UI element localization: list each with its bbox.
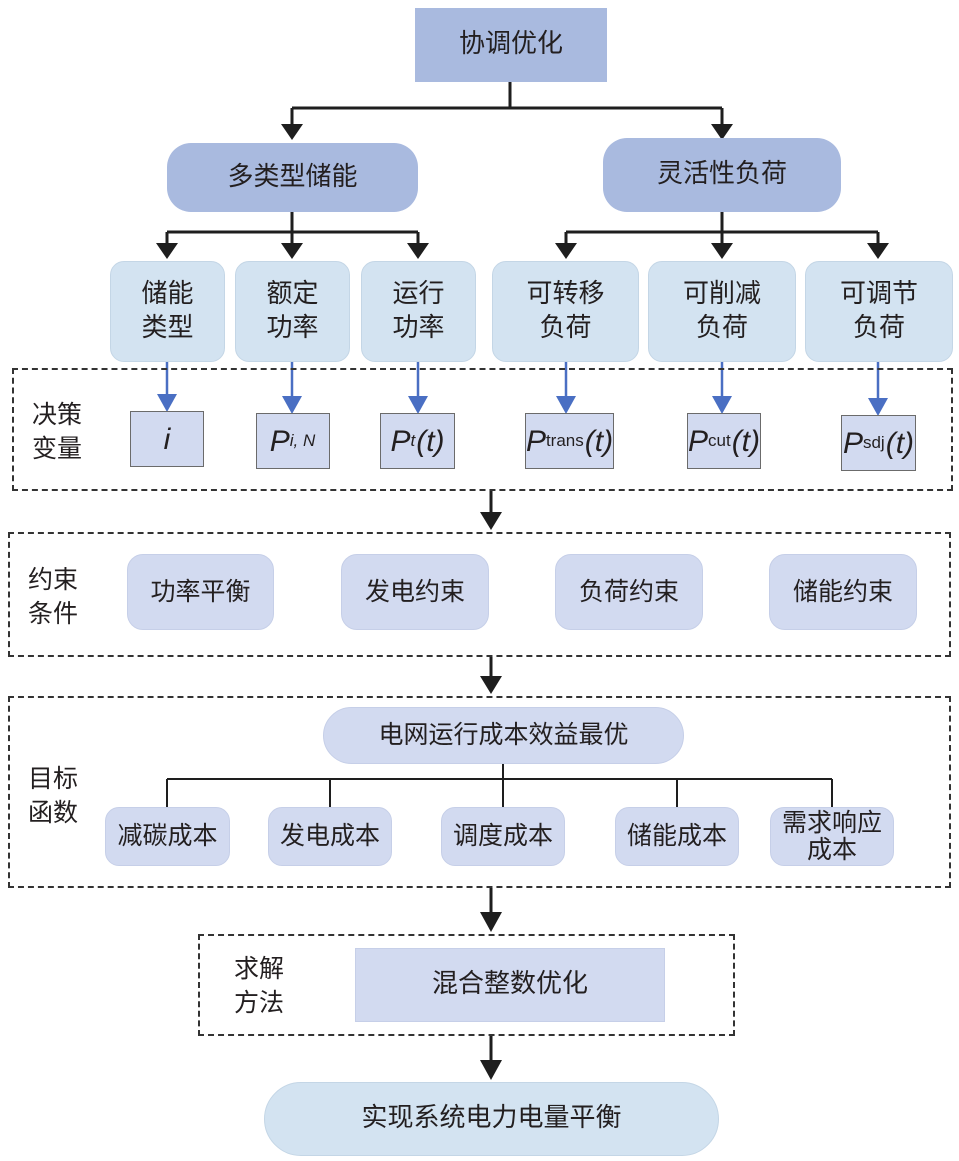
- title-line: 约束: [28, 565, 79, 594]
- title-line: 决策: [32, 400, 83, 429]
- leaf-line: 功率: [392, 312, 445, 343]
- objective-title: 目标 函数: [28, 762, 78, 830]
- constraint-label: 发电约束: [364, 576, 465, 606]
- objective-head-label: 电网运行成本效益最优: [378, 720, 629, 750]
- objective-item-label: 需求响应: [781, 808, 882, 838]
- var-argument: (t): [584, 424, 614, 458]
- title-line: 求解: [234, 954, 285, 983]
- title-line: 条件: [28, 598, 79, 628]
- var-subscript: t: [410, 430, 416, 450]
- var-subscript: cut: [708, 430, 731, 450]
- result-label: 实现系统电力电量平衡: [361, 1103, 622, 1134]
- leaf-line: 功率: [266, 312, 319, 343]
- var-symbol: P: [842, 426, 863, 460]
- var-argument: (t): [416, 424, 445, 458]
- constraint-power-balance: 功率平衡: [127, 554, 274, 630]
- leaf-storage-type: 储能 类型: [110, 261, 225, 362]
- leaf-line: 负荷: [695, 312, 748, 343]
- var-argument: (t): [885, 426, 915, 460]
- constraint-storage: 储能约束: [769, 554, 917, 630]
- leaf-line: 运行: [392, 278, 445, 309]
- decision-variables-section: [12, 368, 953, 491]
- leaf-line: 类型: [141, 312, 194, 343]
- objective-generation-cost: 发电成本: [268, 807, 392, 866]
- leaf-operating-power: 运行 功率: [361, 261, 476, 362]
- objective-demand-response-cost: 需求响应 成本: [770, 807, 894, 866]
- var-symbol: P: [525, 424, 546, 458]
- leaf-rated-power: 额定 功率: [235, 261, 350, 362]
- title-line: 方法: [234, 987, 285, 1017]
- branch-multi-type-storage: 多类型储能: [167, 143, 418, 212]
- constraint-load: 负荷约束: [555, 554, 703, 630]
- var-symbol: i: [163, 422, 171, 456]
- branch-flexible-load: 灵活性负荷: [603, 138, 841, 212]
- constraints-section: [8, 532, 951, 657]
- constraint-generation: 发电约束: [341, 554, 489, 630]
- result-node: 实现系统电力电量平衡: [264, 1082, 719, 1156]
- leaf-line: 负荷: [852, 312, 905, 343]
- leaf-line: 可转移: [526, 278, 605, 309]
- solution-method: 混合整数优化: [355, 948, 665, 1022]
- objective-item-label: 调度成本: [452, 821, 553, 851]
- constraint-label: 功率平衡: [150, 576, 251, 606]
- leaf-line: 储能: [141, 278, 194, 309]
- title-line: 目标: [28, 764, 79, 793]
- objective-item-label: 发电成本: [279, 821, 380, 851]
- var-argument: (t): [731, 424, 761, 458]
- leaf-line: 额定: [266, 278, 319, 309]
- objective-carbon-cost: 减碳成本: [105, 807, 230, 866]
- var-subscript: i, N: [289, 430, 316, 450]
- leaf-line: 可削减: [682, 278, 761, 309]
- decision-variables-title: 决策 变量: [32, 398, 82, 466]
- var-subscript: trans: [545, 430, 584, 450]
- objective-storage-cost: 储能成本: [615, 807, 739, 866]
- title-line: 变量: [32, 433, 83, 463]
- var-symbol: P: [269, 424, 290, 458]
- var-i: i: [130, 411, 204, 467]
- leaf-line: 负荷: [539, 312, 592, 343]
- root-label: 协调优化: [458, 29, 563, 60]
- branch-label: 灵活性负荷: [656, 159, 787, 190]
- title-line: 函数: [28, 797, 79, 827]
- var-symbol: P: [390, 424, 411, 458]
- objective-dispatch-cost: 调度成本: [441, 807, 565, 866]
- leaf-curtailable-load: 可削减 负荷: [648, 261, 796, 362]
- constraints-title: 约束 条件: [28, 563, 78, 631]
- branch-label: 多类型储能: [227, 161, 358, 192]
- var-subscript: sdj: [862, 432, 885, 452]
- var-symbol: P: [687, 424, 708, 458]
- constraint-label: 负荷约束: [578, 576, 679, 606]
- root-node: 协调优化: [415, 8, 607, 82]
- leaf-line: 可调节: [839, 278, 918, 309]
- solution-method-label: 混合整数优化: [431, 969, 588, 1000]
- solution-section: [198, 934, 735, 1036]
- objective-item-label: 成本: [806, 834, 857, 864]
- objective-item-label: 储能成本: [626, 821, 727, 851]
- constraint-label: 储能约束: [792, 576, 893, 606]
- solution-title: 求解 方法: [234, 952, 284, 1020]
- objective-item-label: 减碳成本: [117, 821, 218, 851]
- objective-section: [8, 696, 951, 888]
- leaf-adjustable-load: 可调节 负荷: [805, 261, 953, 362]
- leaf-transferable-load: 可转移 负荷: [492, 261, 639, 362]
- objective-head: 电网运行成本效益最优: [323, 707, 684, 764]
